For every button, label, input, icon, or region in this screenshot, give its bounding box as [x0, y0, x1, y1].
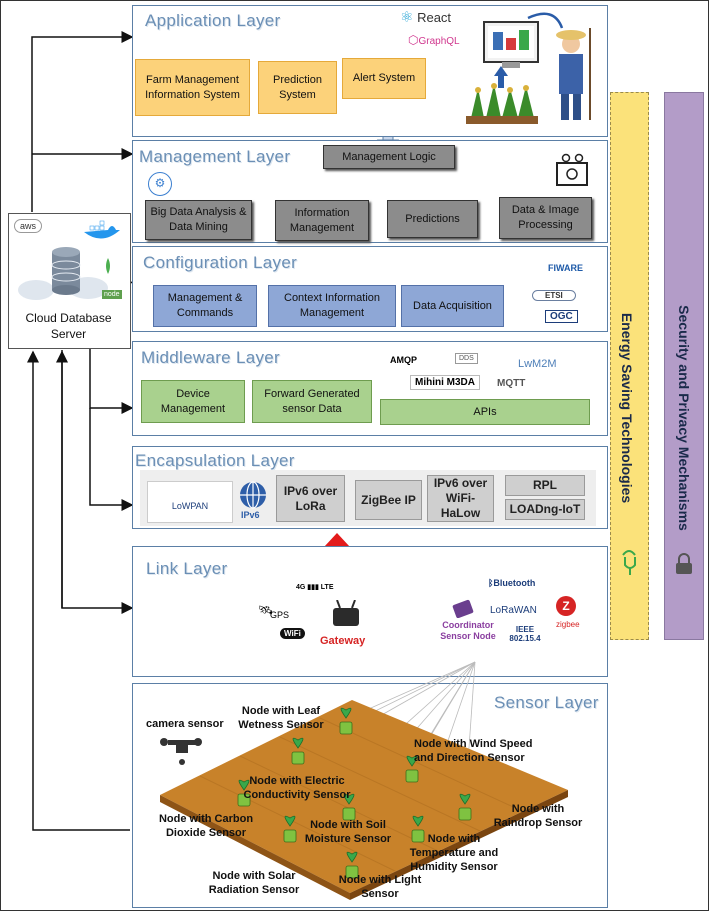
middleware-layer-title: Middleware Layer [141, 348, 280, 367]
satellite-icon: 🛰 [258, 603, 274, 617]
zigbee-logo: zigbee [556, 620, 580, 629]
electric-conductivity-label: Node with Electric Conductivity Sensor [243, 775, 351, 801]
information-management-box: Information Management [275, 200, 369, 241]
coordinator-node-icon [452, 596, 474, 618]
lwm2m-logo: LwM2M [518, 358, 557, 370]
lock-icon [674, 553, 694, 575]
security-privacy-bar [664, 92, 704, 640]
configuration-layer-title: Configuration Layer [143, 253, 298, 272]
carbon-dioxide-label: Node with Carbon Dioxide Sensor [158, 813, 254, 839]
graphql-icon: ⬡ [408, 33, 419, 47]
link-layer [132, 546, 608, 677]
react-icon: ⚛ [400, 9, 414, 26]
node-logo: node [102, 290, 122, 299]
rpl-box: RPL [505, 475, 585, 496]
big-data-box: Big Data Analysis & Data Mining [145, 200, 252, 240]
lowpan-logo: LoWPAN [147, 481, 233, 523]
temperature-humidity-label: Node with Temperature and Humidity Senso… [409, 833, 499, 873]
bluetooth-logo: ᛒBluetooth [488, 578, 536, 588]
link-layer-title: Link Layer [146, 559, 228, 578]
graphql-logo: ⬡GraphQL [408, 33, 460, 47]
soil-moisture-label: Node with Soil Moisture Sensor [304, 819, 392, 845]
security-privacy-label: Security and Privacy Mechanisms [676, 305, 692, 531]
management-commands-box: Management & Commands [153, 285, 257, 327]
mqtt-logo: MQTT [497, 378, 526, 389]
ogc-logo: OGC [545, 310, 578, 323]
ipv6-over-wifi-halow-box: IPv6 over WiFi-HaLow [427, 475, 494, 522]
wind-speed-label: Node with Wind Speed and Direction Senso… [414, 738, 533, 764]
energy-saving-label: Energy Saving Technologies [619, 312, 635, 504]
apis-box: APIs [380, 399, 590, 425]
gateway-device-icon [330, 600, 362, 628]
data-acquisition-box: Data Acquisition [401, 285, 504, 327]
m3da-logo: Mihini M3DA [410, 375, 480, 390]
cloud-label: Cloud Database Server [25, 311, 112, 341]
amqp-logo: AMQP [390, 355, 417, 365]
raindrop-label: Node with Raindrop Sensor [493, 803, 583, 829]
lorawan-logo: LoRaWAN [490, 605, 537, 616]
predictions-box: Predictions [387, 200, 478, 238]
zigbee-ip-box: ZigBee IP [355, 480, 422, 520]
application-layer-title: Application Layer [145, 11, 281, 30]
leaf-wetness-label: Node with Leaf Wetness Sensor [238, 705, 324, 731]
monitor-gear-icon [555, 153, 589, 189]
farmer-illustration [466, 8, 606, 128]
dds-logo: DDS [455, 353, 478, 364]
camera-sensor-label: camera sensor [146, 718, 224, 730]
docker-icon [82, 220, 122, 244]
management-layer-title: Management Layer [139, 147, 291, 166]
aws-logo: aws [14, 219, 43, 233]
prediction-system-box: Prediction System [258, 61, 337, 114]
solar-radiation-label: Node with Solar Radiation Sensor [208, 870, 300, 896]
context-information-box: Context Information Management [268, 285, 396, 327]
ieee-logo: IEEE 802.15.4 [509, 625, 541, 643]
lte-icon: 4G ▮▮▮ LTE [296, 584, 334, 591]
management-icon: ⚙ [148, 172, 172, 196]
loadng-iot-box: LOADng-IoT [505, 499, 585, 520]
data-image-processing-box: Data & Image Processing [499, 197, 592, 239]
energy-saving-bar [610, 92, 649, 640]
forward-sensor-data-box: Forward Generated sensor Data [252, 380, 372, 423]
bluetooth-icon: ᛒ [488, 578, 494, 588]
alert-system-box: Alert System [342, 58, 426, 99]
gps-label: GPS [270, 610, 290, 620]
react-logo: ⚛ React [400, 9, 452, 26]
eco-plug-icon [619, 545, 641, 575]
gateway-label: Gateway [320, 635, 366, 647]
etsi-logo: ETSI [532, 290, 576, 301]
database-cloud-icon [14, 240, 118, 304]
device-management-box: Device Management [141, 380, 245, 423]
zigbee-icon: Z [556, 596, 576, 616]
wifi-icon: WiFi [280, 628, 305, 639]
ipv6-logo: IPv6 [237, 479, 269, 523]
sensor-layer-title: Sensor Layer [494, 693, 599, 712]
coordinator-label: Coordinator Sensor Node [440, 620, 496, 641]
farm-management-box: Farm Management Information System [135, 59, 250, 116]
encapsulation-layer-title: Encapsulation Layer [135, 451, 295, 470]
fiware-logo: FIWARE [548, 263, 583, 273]
management-logic-box: Management Logic [323, 145, 455, 169]
light-sensor-label: Node with Light Sensor [338, 874, 422, 900]
ipv6-over-lora-box: IPv6 over LoRa [276, 475, 345, 522]
